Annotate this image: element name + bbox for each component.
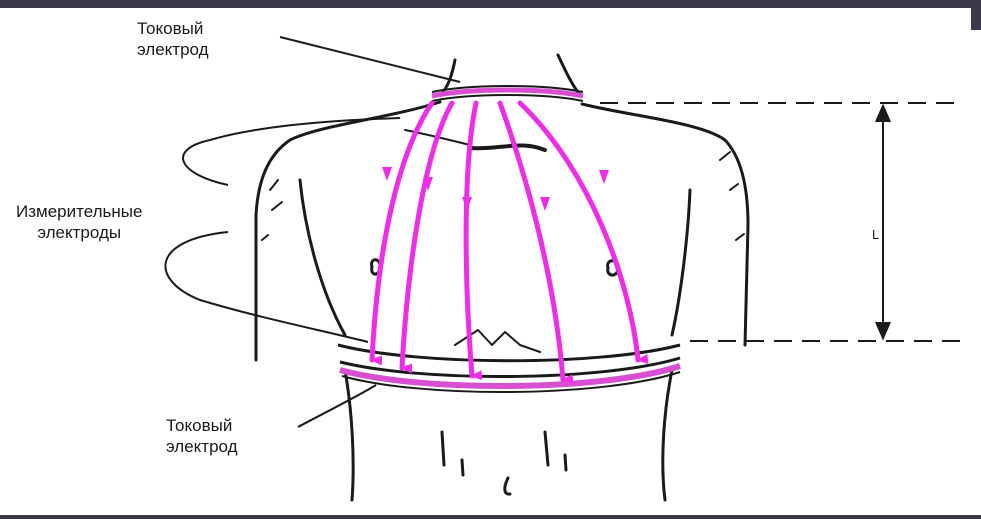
top-electrode-label: Токовый электрод	[137, 18, 209, 60]
bottom-current-electrode	[338, 345, 680, 392]
current-arrow-3	[466, 103, 476, 376]
measuring-electrodes-label: Измерительные электроды	[16, 201, 142, 243]
bottom-electrode-label: Токовый электрод	[166, 415, 238, 457]
bottom-frame-bar	[0, 515, 981, 519]
top-current-electrode	[432, 86, 583, 101]
length-label: L	[872, 224, 879, 245]
current-arrow-1	[372, 103, 432, 360]
length-dimension	[600, 103, 960, 341]
